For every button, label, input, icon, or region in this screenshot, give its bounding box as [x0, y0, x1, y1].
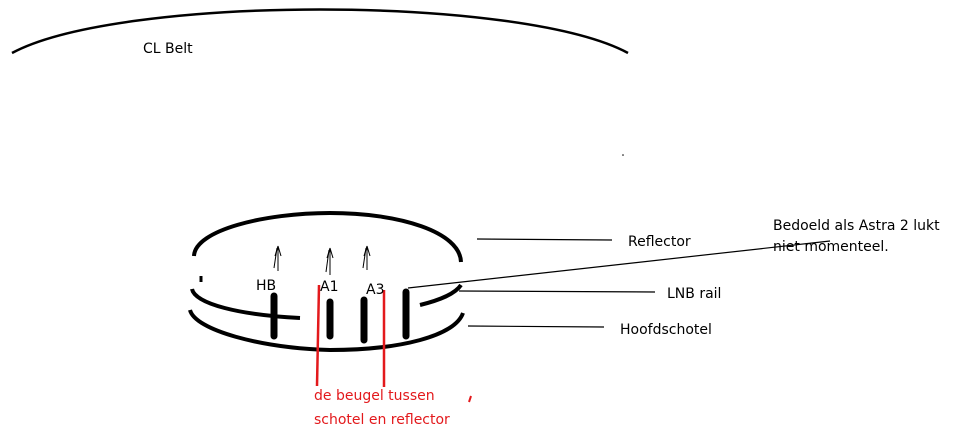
note-leader [407, 240, 831, 289]
belt-arc [11, 8, 629, 55]
bracket-caption-line-2: schotel en reflector [314, 412, 450, 428]
beam-arrow-a3 [362, 245, 371, 270]
belt-label: CL Belt [143, 41, 193, 57]
lnb-rail-leader [458, 290, 656, 293]
note-line-2: niet momenteel. [773, 239, 889, 255]
red-mark [468, 395, 472, 403]
beam-arrow-a1 [325, 247, 334, 275]
stray-dot [622, 154, 624, 156]
reflector-rim-bottom-left [190, 288, 301, 320]
reflector-leader [476, 238, 613, 241]
reflector-rim-bottom-right [419, 283, 463, 307]
lnb-rail-label: LNB rail [667, 286, 721, 302]
lnb-label-a1: A1 [320, 279, 338, 295]
main-dish-rim [188, 309, 465, 353]
bracket-line-left [315, 284, 321, 387]
lnb-label-hb: HB [256, 278, 276, 294]
bracket-caption-line-1: de beugel tussen [314, 388, 435, 404]
note-line-1: Bedoeld als Astra 2 lukt [773, 218, 940, 234]
main-dish-leader [467, 325, 605, 328]
beam-arrow-hb [273, 245, 282, 271]
reflector-label: Reflector [628, 234, 691, 250]
reflector-rim-top [192, 210, 463, 263]
main-dish-label: Hoofdschotel [620, 322, 712, 338]
lnb-label-a3: A3 [366, 282, 384, 298]
